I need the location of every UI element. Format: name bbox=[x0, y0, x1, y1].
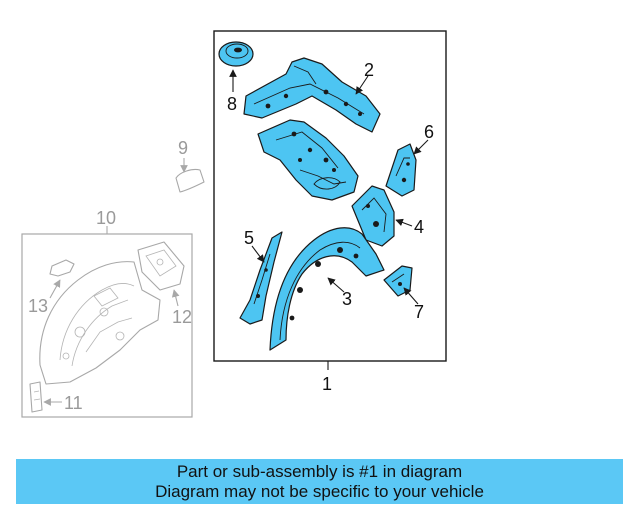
quarter-panel-inner bbox=[257, 119, 359, 201]
parts-diagram: 1 2 3 4 5 6 7 8 9 10 11 12 13 bbox=[21, 30, 447, 418]
callout-10: 10 bbox=[96, 208, 116, 228]
wheelhouse-group-10 bbox=[21, 226, 193, 418]
bracket-part-12 bbox=[137, 241, 185, 291]
reinforcement-part-4 bbox=[351, 185, 395, 247]
bracket-part-13 bbox=[49, 259, 75, 277]
bracket-part-7 bbox=[383, 265, 413, 297]
part-6-group bbox=[385, 139, 429, 197]
part-9-group bbox=[175, 158, 205, 193]
inner-panel-part bbox=[257, 119, 359, 201]
part-2-group bbox=[243, 57, 381, 133]
cap-part-8 bbox=[218, 41, 254, 67]
part-8-group bbox=[218, 41, 254, 92]
bracket-part-6 bbox=[385, 143, 417, 197]
callout-5: 5 bbox=[244, 228, 254, 248]
plate-part-11 bbox=[29, 381, 43, 413]
assembly-frame-1 bbox=[213, 30, 447, 362]
part-7-group bbox=[383, 265, 419, 305]
callout-8: 8 bbox=[227, 94, 237, 114]
callout-13: 13 bbox=[28, 296, 48, 316]
part-5-group bbox=[239, 231, 283, 325]
inner-wheelhouse-part bbox=[39, 261, 161, 385]
callout-7: 7 bbox=[414, 302, 424, 322]
wheel-arch-part-3 bbox=[269, 227, 385, 351]
banner-line-1: Part or sub-assembly is #1 in diagram bbox=[176, 461, 463, 481]
part-4-group bbox=[351, 185, 413, 247]
callout-12: 12 bbox=[172, 307, 192, 327]
callout-4: 4 bbox=[414, 217, 424, 237]
callout-3: 3 bbox=[342, 289, 352, 309]
pillar-part-5 bbox=[239, 231, 283, 325]
callout-1: 1 bbox=[322, 374, 332, 394]
callout-6: 6 bbox=[424, 122, 434, 142]
banner-line-2: Diagram may not be specific to your vehi… bbox=[155, 481, 484, 501]
callout-9: 9 bbox=[178, 138, 188, 158]
rail-part-2 bbox=[243, 57, 381, 133]
part-3-group bbox=[269, 227, 385, 351]
info-banner: Part or sub-assembly is #1 in diagram Di… bbox=[16, 459, 623, 504]
callout-11: 11 bbox=[64, 393, 83, 413]
trim-part-9 bbox=[175, 168, 205, 193]
callout-2: 2 bbox=[364, 60, 374, 80]
